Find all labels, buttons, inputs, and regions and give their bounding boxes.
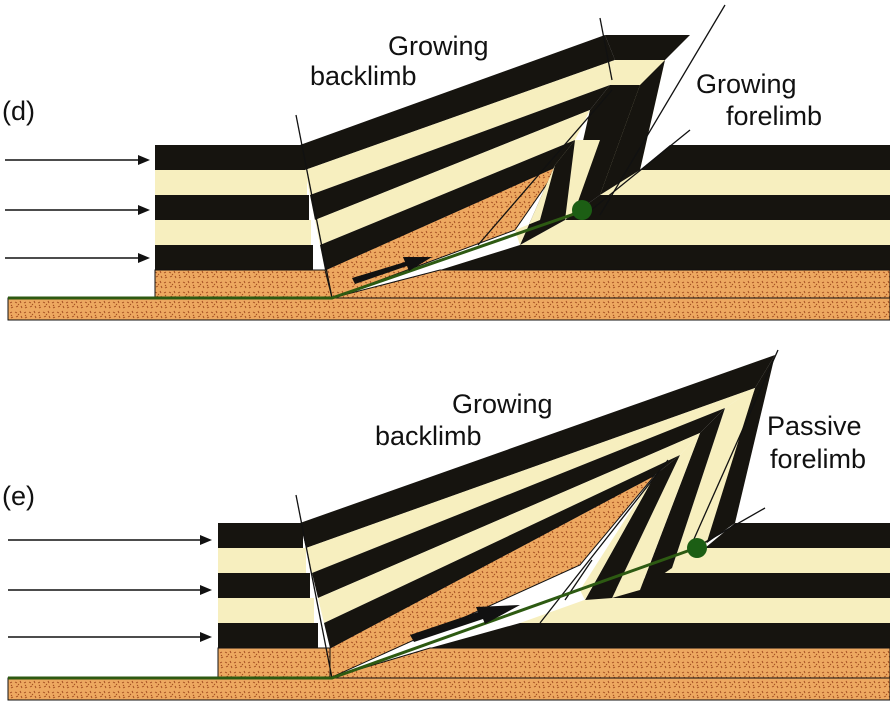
panel-d-backlimb-layers bbox=[300, 35, 615, 299]
panel-d-push-arrows bbox=[5, 155, 150, 263]
panel-d-fault-bend-point bbox=[572, 200, 592, 220]
panel-d-left-layers bbox=[154, 145, 333, 299]
panel-e-backlimb-layers bbox=[300, 355, 775, 679]
panel-d-right-layers bbox=[331, 145, 890, 299]
panel-e-backlimb-label-2: backlimb bbox=[375, 421, 482, 451]
panel-e-left-layers bbox=[217, 523, 331, 679]
panel-e-label: (e) bbox=[2, 481, 35, 511]
panel-e-basement bbox=[7, 677, 890, 701]
panel-d-backlimb-label-1: Growing bbox=[388, 31, 489, 61]
panel-e-fault bbox=[8, 546, 697, 680]
panel-e-fault-bend-point bbox=[687, 538, 707, 558]
panel-d-axial-traces bbox=[295, 4, 726, 299]
panel-e-push-arrows bbox=[8, 535, 212, 642]
panel-d-forelimb-label-1: Growing bbox=[696, 69, 797, 99]
panel-d-fault bbox=[8, 210, 581, 300]
panel-d: (d) Growing backlimb Growing forelimb bbox=[2, 4, 890, 321]
panel-e-forelimb-label-1: Passive bbox=[767, 411, 862, 441]
panel-d-label: (d) bbox=[2, 96, 35, 126]
panel-e-slip-arrow-icon bbox=[410, 605, 520, 642]
panel-e-right-layers bbox=[329, 523, 890, 679]
panel-e-forelimb-layers bbox=[580, 355, 775, 600]
panel-e-forelimb-label-2: forelimb bbox=[770, 444, 866, 474]
panel-e-backlimb-label-1: Growing bbox=[452, 389, 553, 419]
panel-d-forelimb-label-2: forelimb bbox=[726, 101, 822, 131]
panel-d-slip-arrow-icon bbox=[352, 257, 432, 284]
panel-d-basement bbox=[7, 297, 890, 321]
panel-d-backlimb-label-2: backlimb bbox=[310, 61, 417, 91]
panel-e: (e) Growing backlimb Passive forelimb bbox=[2, 349, 890, 701]
